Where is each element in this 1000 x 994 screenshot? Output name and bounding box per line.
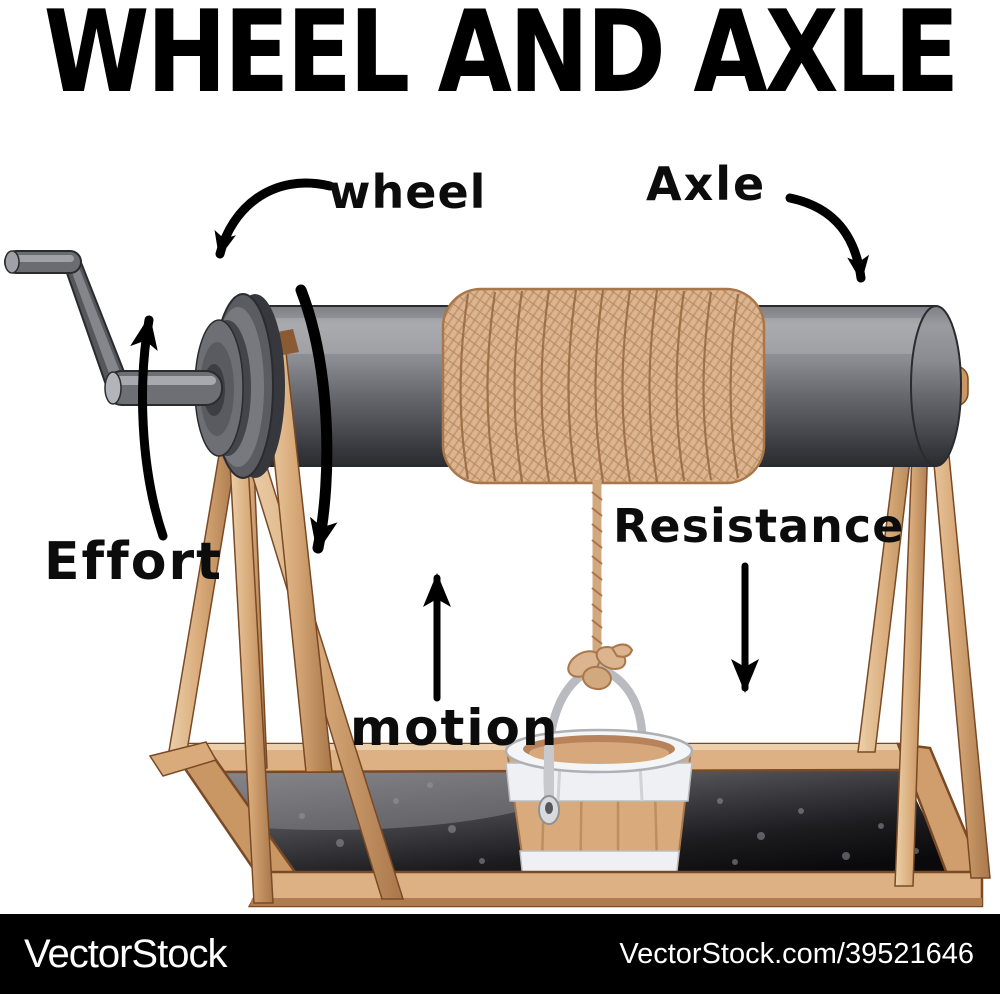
hanging-rope bbox=[567, 480, 634, 691]
label-axle: Axle bbox=[646, 157, 767, 211]
crank-handle bbox=[4, 250, 223, 406]
axle-pointer-arrow bbox=[785, 193, 870, 283]
label-effort: Effort bbox=[44, 532, 223, 592]
watermark-url: VectorStock.com/39521646 bbox=[619, 938, 974, 970]
rope-knot bbox=[567, 643, 634, 691]
annotation-arrows bbox=[130, 178, 870, 702]
wheel-pointer-arrow bbox=[214, 178, 335, 259]
effort-arrow bbox=[130, 315, 168, 541]
watermark-bar: VectorStock VectorStock.com/39521646 bbox=[0, 914, 1000, 994]
wheel-rotation-arrow bbox=[295, 284, 338, 554]
well-bottom-board bbox=[247, 870, 984, 908]
wheel-discs bbox=[194, 293, 285, 479]
label-wheel: wheel bbox=[328, 165, 487, 219]
label-resistance: Resistance bbox=[613, 499, 905, 553]
rope-coil bbox=[441, 287, 766, 485]
page-title: WHEEL AND AXLE bbox=[43, 0, 960, 119]
watermark-brand: VectorStock bbox=[24, 932, 227, 976]
label-motion: motion bbox=[350, 699, 560, 757]
